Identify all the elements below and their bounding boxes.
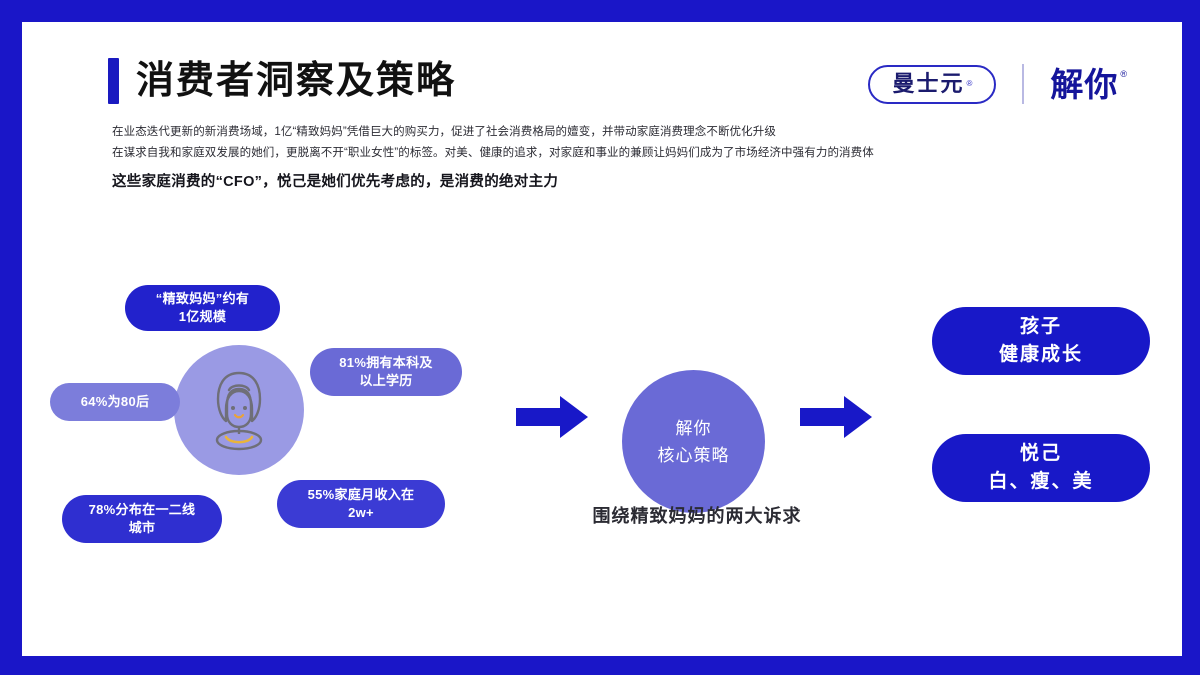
intro-paragraph-1: 在业态迭代更新的新消费场域，1亿“精致妈妈”凭借巨大的购买力，促进了社会消费格局… <box>112 126 776 138</box>
stat-bubble-city: 78%分布在一二线 城市 <box>62 495 222 543</box>
outcome-self-line2: 白、瘦、美 <box>988 471 1094 492</box>
outcome-child-line2: 健康成长 <box>998 344 1083 365</box>
infographic-area: “精致妈妈”约有 1亿规模 64%为80后 81%拥有本科及 以上学历 78%分… <box>22 22 1182 656</box>
outcome-pill-self: 悦己 白、瘦、美 <box>932 434 1150 502</box>
stat-bubble-age: 64%为80后 <box>50 383 180 421</box>
slide-card: 消费者洞察及策略 在业态迭代更新的新消费场域，1亿“精致妈妈”凭借巨大的购买力，… <box>22 22 1182 656</box>
title-accent-bar <box>108 58 119 104</box>
logo-manshiyuan: 曼士元 ® <box>868 64 997 104</box>
stat-bubble-education: 81%拥有本科及 以上学历 <box>310 348 462 396</box>
flow-caption: 围绕精致妈妈的两大诉求 <box>592 506 802 526</box>
stat-bubble-income: 55%家庭月收入在 2w+ <box>277 480 445 528</box>
outcome-child-line1: 孩子 <box>1019 316 1062 337</box>
arrow-right-icon <box>516 396 588 438</box>
outcome-self-line1: 悦己 <box>1019 443 1062 464</box>
intro-highlight: 这些家庭消费的“CFO”，悦己是她们优先考虑的，是消费的绝对主力 <box>112 174 559 190</box>
core-strategy-circle: 解你 核心策略 <box>622 370 765 513</box>
intro-paragraph-2: 在谋求自我和家庭双发展的她们，更脱离不开“职业女性”的标签。对美、健康的追求，对… <box>112 147 874 159</box>
logo-manshiyuan-text: 曼士元 <box>892 70 965 96</box>
registered-mark-icon: ® <box>1120 68 1127 79</box>
stat-bubble-scale: “精致妈妈”约有 1亿规模 <box>125 285 280 331</box>
arrow-right-icon <box>800 396 872 438</box>
registered-mark-icon: ® <box>966 78 973 88</box>
logo-jieni-text: 解你 <box>1050 65 1119 103</box>
core-strategy-line2: 核心策略 <box>657 445 730 465</box>
page-title: 消费者洞察及策略 <box>136 60 457 102</box>
logo-row: 曼士元 ® 解你 ® <box>868 60 1127 108</box>
logo-jieni: 解你 ® <box>1050 68 1127 101</box>
outcome-pill-child: 孩子 健康成长 <box>932 307 1150 375</box>
logo-divider <box>1022 64 1025 104</box>
persona-avatar <box>174 345 304 475</box>
woman-avatar-icon <box>215 371 263 451</box>
page-title-row: 消费者洞察及策略 <box>108 58 456 104</box>
intro-text-block: 在业态迭代更新的新消费场域，1亿“精致妈妈”凭借巨大的购买力，促进了社会消费格局… <box>112 122 902 194</box>
core-strategy-line1: 解你 <box>675 418 712 438</box>
